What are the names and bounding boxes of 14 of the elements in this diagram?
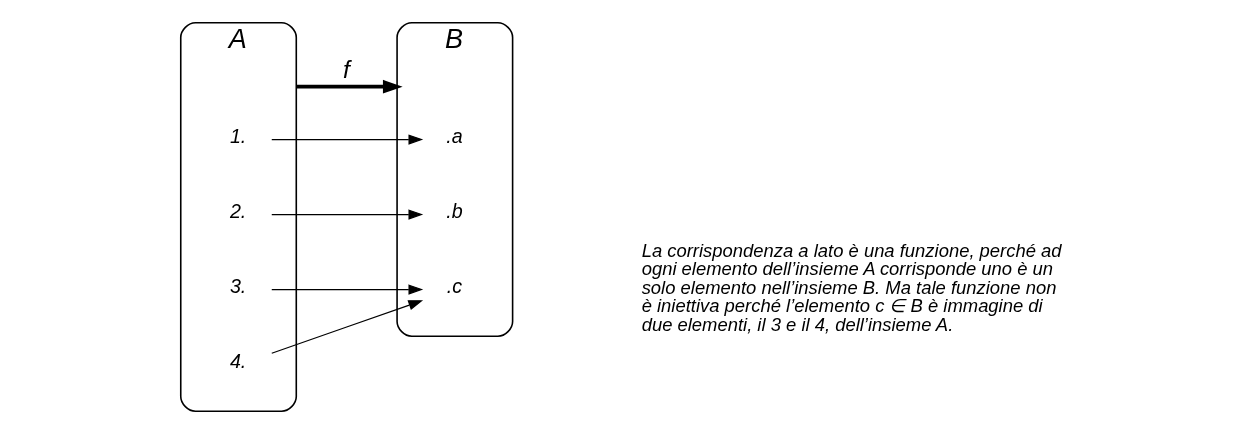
label: La corrispondenza a lato è una funzione, perché ad ogni elemento dell’insieme A corrisponde uno è un solo elemento nell’insieme B. Ma tale funzione non è iniettiva perché l’elemento c ∈ B è immagine di due elementi, il 3 e il 4, dell’insieme A. — [641, 239, 1062, 335]
arrow — [271, 284, 424, 295]
arrow — [271, 300, 424, 354]
arrow — [271, 209, 424, 220]
node-text: 3. — [229, 274, 247, 297]
node-text: 2. — [229, 199, 247, 222]
arrow — [296, 79, 403, 94]
node-text: .a — [446, 125, 463, 148]
node-text: .c — [446, 274, 463, 297]
node-text: .b — [446, 199, 463, 222]
edge-label: f — [342, 56, 350, 84]
arrow — [271, 134, 424, 145]
node-text: 1. — [229, 125, 247, 148]
node-text: 4. — [229, 349, 247, 372]
